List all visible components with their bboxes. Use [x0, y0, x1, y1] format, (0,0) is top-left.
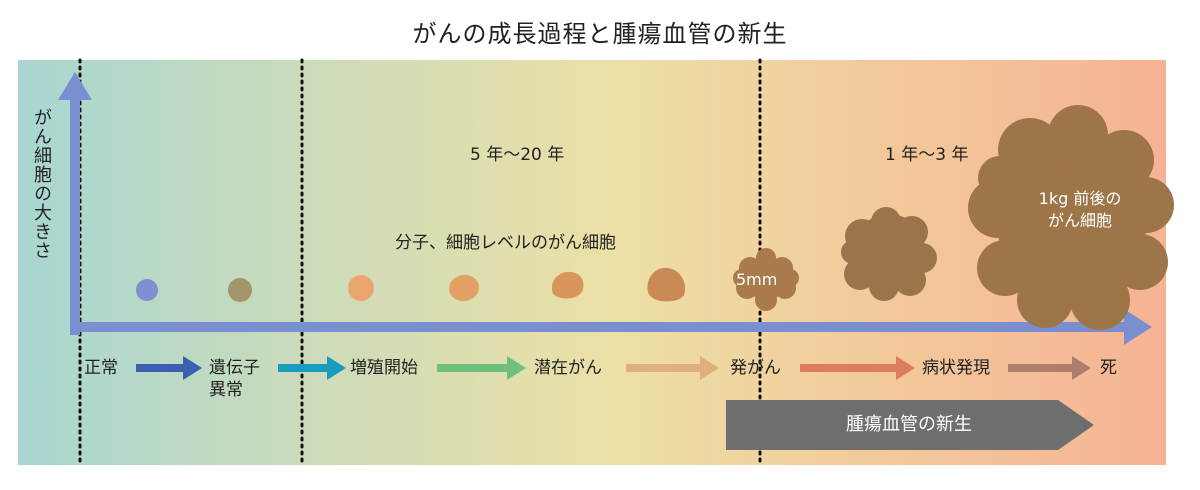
- size-label-5mm: 5mm: [736, 270, 778, 289]
- angiogenesis-banner: [726, 400, 1094, 450]
- banner-label: 腫瘍血管の新生: [846, 414, 972, 435]
- stage-arrow-3: [437, 356, 526, 380]
- cell-8-tumor: [841, 207, 937, 301]
- stage-arrow-6: [1008, 356, 1091, 380]
- background-panel: [18, 60, 1166, 465]
- period-label-1: 5 年〜20 年: [470, 145, 565, 165]
- y-axis: [70, 95, 80, 335]
- x-axis-arrowhead: [1124, 309, 1152, 345]
- period-label-2: 1 年〜3 年: [885, 145, 969, 165]
- stage-arrow-4: [626, 356, 719, 380]
- cell-9-large-tumor: [968, 105, 1174, 330]
- stage-symptom-onset: 病状発現: [922, 358, 990, 378]
- cell-2: [228, 278, 252, 302]
- stage-carcinogenesis: 発がん: [730, 358, 781, 378]
- x-axis: [70, 322, 1128, 332]
- cell-6: [647, 267, 686, 302]
- cell-5: [551, 271, 584, 299]
- stage-latent-cancer: 潜在がん: [534, 358, 602, 378]
- cell-1: [136, 279, 158, 301]
- stage-arrow-2: [278, 356, 346, 380]
- cell-4: [449, 274, 479, 302]
- y-axis-label: がん細胞の大きさ: [31, 108, 52, 260]
- stage-proliferation-start: 増殖開始: [350, 358, 418, 378]
- diagram-title: がんの成長過程と腫瘍血管の新生: [412, 20, 788, 48]
- stage-gene-abnormality: 遺伝子 異常: [209, 358, 260, 400]
- size-label-1kg: 1kg 前後の がん細胞: [1038, 189, 1122, 230]
- cell-level-label: 分子、細胞レベルのがん細胞: [395, 233, 616, 253]
- y-axis-arrowhead: [58, 72, 92, 100]
- cell-7-5mm: [733, 248, 799, 311]
- stage-arrow-5: [800, 356, 915, 380]
- cell-3: [348, 275, 374, 301]
- stage-normal: 正常: [84, 358, 118, 378]
- stage-death: 死: [1100, 358, 1117, 378]
- stage-arrow-1: [136, 356, 202, 380]
